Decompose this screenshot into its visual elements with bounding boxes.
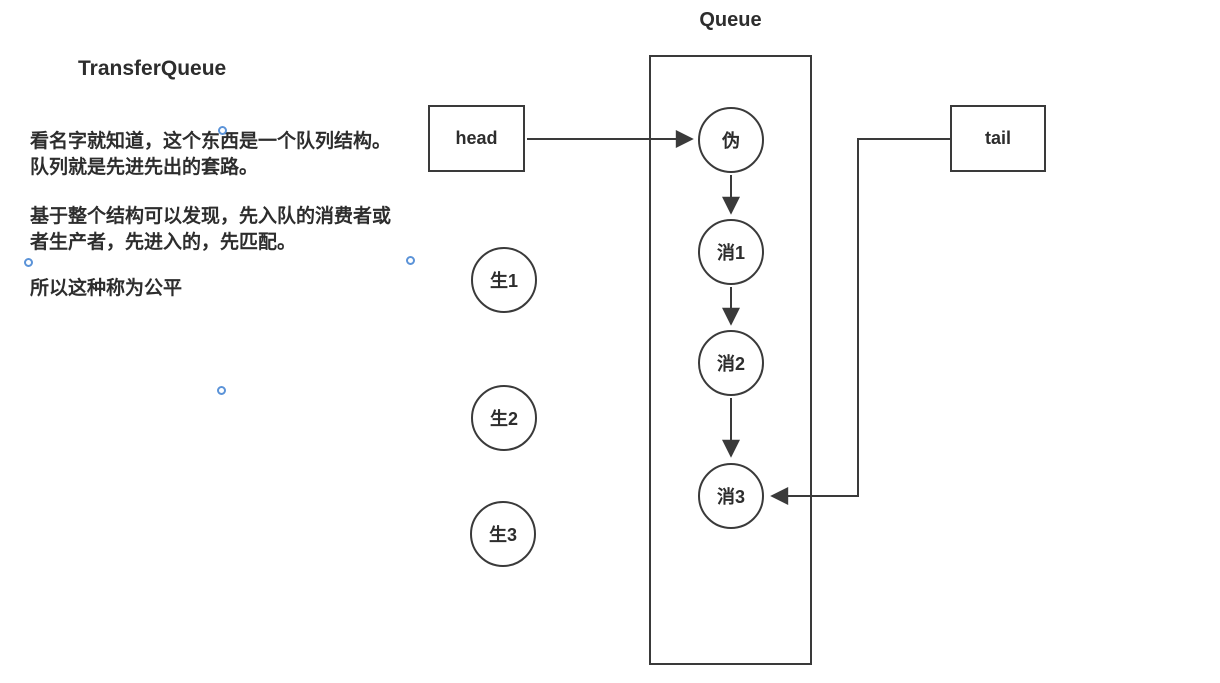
producer-node-2[interactable]: 生2 [471, 385, 537, 451]
queue-node-consumer-2[interactable]: 消2 [698, 330, 764, 396]
head-pointer-label: head [455, 128, 498, 148]
queue-title: Queue [699, 9, 762, 31]
producer-node-2-label: 生2 [489, 409, 518, 429]
producer-node-1[interactable]: 生1 [471, 247, 537, 313]
queue-node-consumer-1[interactable]: 消1 [698, 219, 764, 285]
selection-handle[interactable] [218, 126, 227, 135]
note-paragraph-2: 基于整个结构可以发现，先入队的消费者或 者生产者，先进入的，先匹配。 [30, 206, 392, 253]
selection-handle[interactable] [24, 258, 33, 267]
queue-node-consumer-1-label: 消1 [716, 243, 745, 263]
queue-node-dummy-label: 伪 [722, 131, 740, 151]
selection-handle[interactable] [217, 386, 226, 395]
queue-node-consumer-3[interactable]: 消3 [698, 463, 764, 529]
head-pointer-box[interactable]: head [428, 105, 525, 172]
queue-node-consumer-2-label: 消2 [716, 354, 745, 374]
selection-handle[interactable] [406, 256, 415, 265]
queue-node-dummy[interactable]: 伪 [698, 107, 764, 173]
note-paragraph-1: 看名字就知道，这个东西是一个队列结构。 队列就是先进先出的套路。 [30, 131, 392, 178]
tail-pointer-box[interactable]: tail [950, 105, 1046, 172]
page-title: TransferQueue [78, 57, 227, 80]
producer-node-1-label: 生1 [489, 271, 518, 291]
producer-node-3[interactable]: 生3 [470, 501, 536, 567]
queue-node-consumer-3-label: 消3 [716, 487, 745, 507]
tail-pointer-label: tail [984, 128, 1011, 148]
producer-node-3-label: 生3 [488, 525, 517, 545]
note-paragraph-3: 所以这种称为公平 [30, 278, 183, 299]
